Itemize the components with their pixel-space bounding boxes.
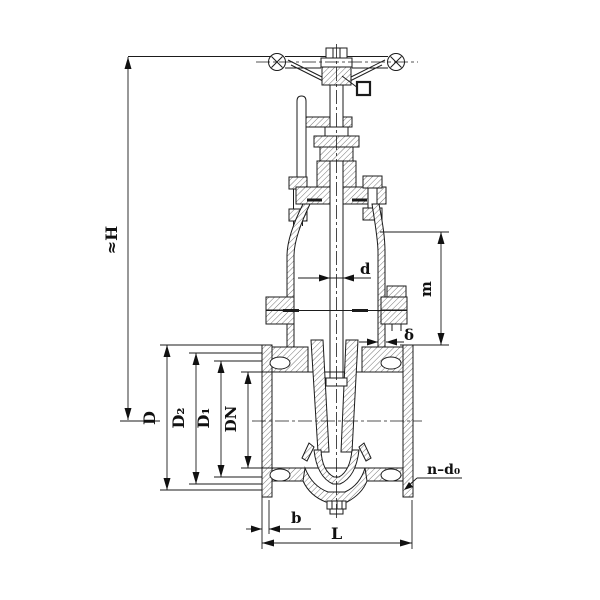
- dim-label-n-d0: n–d₀: [427, 462, 460, 478]
- dim-delta: δ: [359, 326, 414, 346]
- dim-label-H: ≈H: [102, 226, 121, 255]
- centerlines: [252, 44, 422, 518]
- stuffing-box-right: [342, 160, 357, 190]
- dim-d: d: [298, 260, 371, 282]
- dim-bolt-holes: n–d₀: [404, 462, 462, 490]
- dim-label-D2: D₂: [169, 408, 188, 429]
- dim-label-DN: DN: [222, 405, 240, 432]
- bolt-hole-top-left: [269, 356, 291, 370]
- dim-L: L: [262, 500, 413, 549]
- dim-H: ≈H: [102, 56, 271, 422]
- wedge-gate: [301, 339, 372, 485]
- dim-DN: DN: [222, 371, 272, 469]
- dome-wall-left: [286, 203, 311, 348]
- stuffing-box-left: [316, 160, 331, 190]
- dome-wall-right: [371, 203, 386, 348]
- dim-D2: D₂: [169, 352, 262, 485]
- body-sump: [302, 466, 368, 503]
- wedge-bottom: [313, 449, 360, 485]
- dim-D: D: [140, 344, 262, 491]
- dim-label-L: L: [331, 524, 342, 543]
- bolt-hole-bottom-right: [380, 468, 402, 482]
- dim-b: b: [246, 497, 311, 549]
- joint-bolt-head: [386, 285, 407, 298]
- dim-label-d: d: [360, 260, 371, 278]
- body-bonnet-joint: [265, 285, 408, 331]
- dim-label-m: m: [417, 281, 435, 297]
- bonnet-bolt-head: [362, 175, 383, 189]
- bolt-hole-bottom-left: [269, 468, 291, 482]
- dimensions: ≈H d m δ: [102, 56, 462, 549]
- dim-label-b: b: [291, 509, 302, 527]
- square-section-symbol: [355, 80, 372, 97]
- seat-left: [301, 442, 315, 462]
- handwheel-spoke-left: [287, 59, 327, 80]
- bolt-hole-top-right: [380, 356, 402, 370]
- dim-label-delta: δ: [404, 326, 414, 344]
- square-symbol-leader: [341, 75, 359, 89]
- handwheel-spoke-right: [346, 59, 386, 80]
- seat-right: [358, 442, 372, 462]
- dim-label-D1: D₁: [194, 408, 213, 429]
- dim-D1: D₁: [194, 360, 262, 478]
- dim-m: m: [380, 231, 449, 346]
- dim-label-D: D: [140, 411, 159, 425]
- gland-flange: [305, 116, 331, 128]
